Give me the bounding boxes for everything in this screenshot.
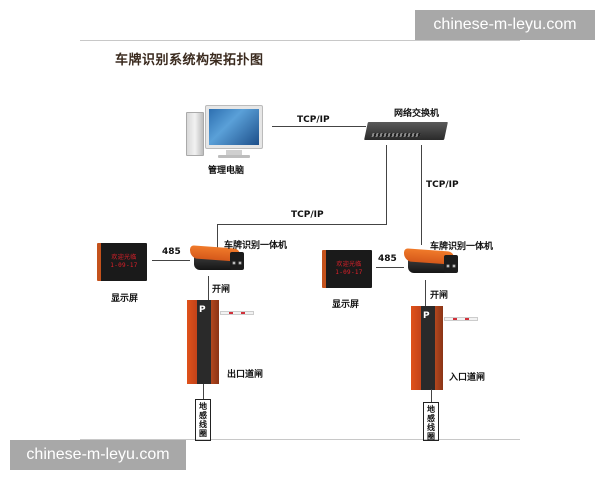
display-line-2: 1-09-17 xyxy=(110,262,138,269)
diagram-title: 车牌识别系统构架拓扑图 xyxy=(115,53,264,68)
pc-tower-icon xyxy=(186,112,204,156)
led-display-icon: 欢迎光临 1-09-17 xyxy=(322,250,372,288)
link-pc-switch xyxy=(272,126,366,127)
barrier-arm xyxy=(220,311,254,315)
monitor-stand xyxy=(226,150,242,156)
display-line-1: 欢迎光临 xyxy=(336,261,362,268)
display-line-1: 欢迎光临 xyxy=(111,254,137,261)
barrier-gate-icon: P xyxy=(187,300,219,384)
right-display-label: 显示屏 xyxy=(332,300,360,310)
led-display-icon: 欢迎光临 1-09-17 xyxy=(97,243,147,281)
link-switch-left-vertical xyxy=(386,145,387,225)
right-camera-label: 车牌识别一体机 xyxy=(430,242,494,252)
network-switch-icon xyxy=(364,122,448,140)
link-right-open xyxy=(425,280,426,306)
link-switch-left-label: TCP/IP xyxy=(291,210,324,220)
monitor-base xyxy=(218,155,250,158)
link-switch-right-label: TCP/IP xyxy=(426,180,459,190)
parking-p-icon: P xyxy=(199,305,206,315)
pc-label: 管理电脑 xyxy=(208,166,245,176)
display-line-2: 1-09-17 xyxy=(335,269,363,276)
left-gate-label: 出口道闸 xyxy=(227,370,264,380)
left-camera-label: 车牌识别一体机 xyxy=(224,241,288,251)
link-right-open-label: 开闸 xyxy=(430,291,449,301)
link-right-485 xyxy=(376,267,404,268)
link-left-open-label: 开闸 xyxy=(212,285,231,295)
desktop-computer-icon xyxy=(205,105,263,149)
link-switch-left-drop xyxy=(217,224,218,248)
right-gate-label: 入口道闸 xyxy=(449,373,486,383)
link-pc-switch-label: TCP/IP xyxy=(297,115,330,125)
barrier-arm xyxy=(444,317,478,321)
link-right-coil xyxy=(431,389,432,403)
link-left-open xyxy=(208,276,209,300)
link-left-485-label: 485 xyxy=(162,247,181,257)
frame-bottom-divider xyxy=(80,439,520,440)
loop-coil-box: 地感线圈 xyxy=(195,399,211,441)
switch-label: 网络交换机 xyxy=(394,109,440,119)
link-right-485-label: 485 xyxy=(378,254,397,264)
link-left-485 xyxy=(152,260,190,261)
left-display-label: 显示屏 xyxy=(111,294,139,304)
lpr-camera-icon xyxy=(404,248,460,276)
frame-top-divider xyxy=(80,40,520,41)
link-switch-left-horizontal xyxy=(217,224,387,225)
parking-p-icon: P xyxy=(423,311,430,321)
watermark-bottom-left: chinese-m-leyu.com xyxy=(10,440,186,470)
lpr-camera-icon xyxy=(190,245,246,273)
watermark-top-right: chinese-m-leyu.com xyxy=(415,10,595,40)
link-left-coil xyxy=(203,384,204,400)
loop-coil-box: 地感线圈 xyxy=(423,402,439,441)
switch-ports xyxy=(371,133,421,137)
barrier-gate-icon: P xyxy=(411,306,443,390)
link-switch-right xyxy=(421,145,422,245)
